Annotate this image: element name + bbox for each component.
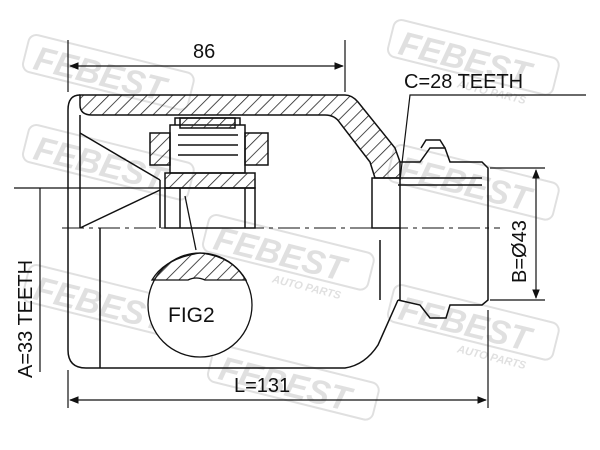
housing-upper-outline xyxy=(67,94,81,228)
roller-bearing xyxy=(169,124,246,174)
dimension-text: 86 L=131 C=28 TEETH A=33 TEETH B=Ø43 xyxy=(15,41,531,397)
fig2-leader xyxy=(184,195,197,251)
dimension-layer xyxy=(14,40,586,408)
spider-hub xyxy=(164,172,256,189)
clamp-groove xyxy=(420,139,446,149)
watermark-7: FEBEST AUTO PARTS xyxy=(386,284,560,372)
fig2-detail: FIG2 xyxy=(147,195,253,358)
cone-line-top xyxy=(79,132,161,181)
stem-upper xyxy=(397,147,489,319)
watermark-2: FEBEST AUTO PARTS xyxy=(386,19,560,107)
fig2-label: FIG2 xyxy=(168,304,215,327)
dim-a-label: A=33 TEETH xyxy=(15,260,37,378)
housing-section xyxy=(79,94,401,179)
dim-b-label: B=Ø43 xyxy=(509,220,531,283)
housing-lower-outline xyxy=(67,228,399,369)
tripod-roller xyxy=(149,132,171,166)
fig2-hatch-shape xyxy=(150,252,248,281)
c-leader xyxy=(399,94,586,181)
roller-cap-hatch xyxy=(179,117,236,129)
joint-body xyxy=(62,94,500,369)
dim-c-label: C=28 TEETH xyxy=(404,71,523,93)
tripod-roller-right xyxy=(244,132,269,166)
watermark-8: FEBEST xyxy=(206,344,380,421)
dim-131-label: L=131 xyxy=(234,375,290,397)
cone-line-bottom xyxy=(79,189,161,229)
dim-86-label: 86 xyxy=(193,41,215,63)
